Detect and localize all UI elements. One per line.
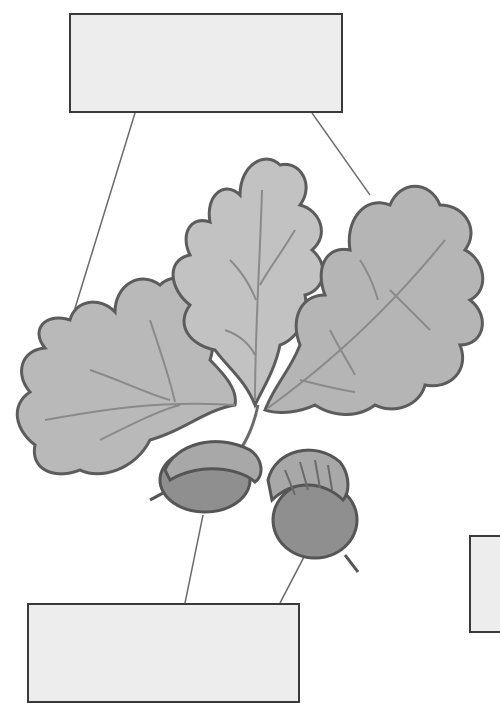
leader-line-bottom-right: [280, 555, 305, 603]
label-box-bottom[interactable]: [27, 603, 300, 703]
label-box-top[interactable]: [69, 13, 343, 113]
leader-line-top-right: [312, 113, 370, 195]
label-box-right[interactable]: [469, 535, 500, 633]
acorn-icon: [150, 442, 261, 512]
leader-line-bottom-left: [185, 515, 203, 603]
stem: [240, 405, 258, 450]
acorn-icon: [268, 450, 358, 572]
